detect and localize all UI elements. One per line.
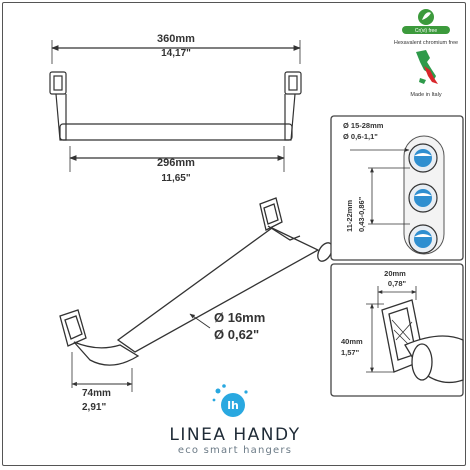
brand-tagline: eco smart hangers: [177, 445, 293, 456]
hole-spacing-mm: 11-22mm: [345, 200, 354, 232]
right-arm: [284, 93, 296, 141]
left-arm: [55, 93, 67, 141]
lower-mount-slot: [64, 315, 83, 340]
bar-front: [59, 123, 293, 141]
hole-diameter-mm: Ø 15-28mm: [343, 121, 384, 130]
bar-length-mm: 296mm: [157, 157, 195, 169]
overall-width-mm: 360mm: [157, 33, 195, 45]
hole-diameter-in: Ø 0,6-1,1": [343, 132, 378, 141]
bracket-width-in: 0,78": [388, 279, 407, 288]
upper-mount-slot: [263, 203, 279, 225]
chromium-free-text: Hexavalent chromium free: [394, 40, 458, 46]
eco-badge-text: Cr(vi) free: [415, 28, 437, 34]
hole-spacing-in: 0,43-0,86": [357, 196, 366, 232]
bracket-height-mm: 40mm: [341, 337, 363, 346]
left-bracket: [49, 71, 67, 95]
linea-handy-logo-icon: [212, 384, 248, 417]
eco-badge: [402, 9, 450, 34]
overall-width-in: 14,17": [161, 48, 191, 59]
projection-mm: 74mm: [82, 388, 111, 399]
made-in-italy-text: Made in Italy: [410, 92, 441, 98]
logo-letters: lh: [227, 399, 239, 412]
left-bracket-inner: [53, 75, 63, 91]
bar-perspective: [116, 227, 320, 353]
right-bracket: [284, 71, 302, 95]
right-bracket-inner: [288, 75, 298, 91]
italy-map-icon: [416, 50, 438, 84]
diameter-leader: [189, 313, 211, 329]
bar-diameter-mm: Ø 16mm: [214, 310, 265, 325]
bar-length-in: 11,65": [161, 173, 190, 184]
bracket-width-mm: 20mm: [384, 269, 406, 278]
lower-arm: [73, 341, 140, 366]
perspective-view: [59, 197, 333, 392]
holes-detail-panel: Ø 15-28mm Ø 0,6-1,1" 11-22mm 0,43-0,86": [330, 115, 464, 261]
brand-name-wrap: LINEA HANDY eco smart hangers: [0, 425, 470, 456]
bar-diameter-in: Ø 0,62": [214, 327, 259, 342]
top-front-view: [49, 40, 302, 172]
image-frame: [2, 2, 466, 466]
bracket-height-in: 1,57": [341, 348, 360, 357]
projection-in: 2,91": [82, 402, 106, 413]
bracket-detail-panel: 20mm 0,78" 40mm 1,57": [330, 263, 464, 397]
bar-end-cap: [317, 242, 333, 262]
brand-name: LINEA HANDY: [169, 425, 301, 445]
